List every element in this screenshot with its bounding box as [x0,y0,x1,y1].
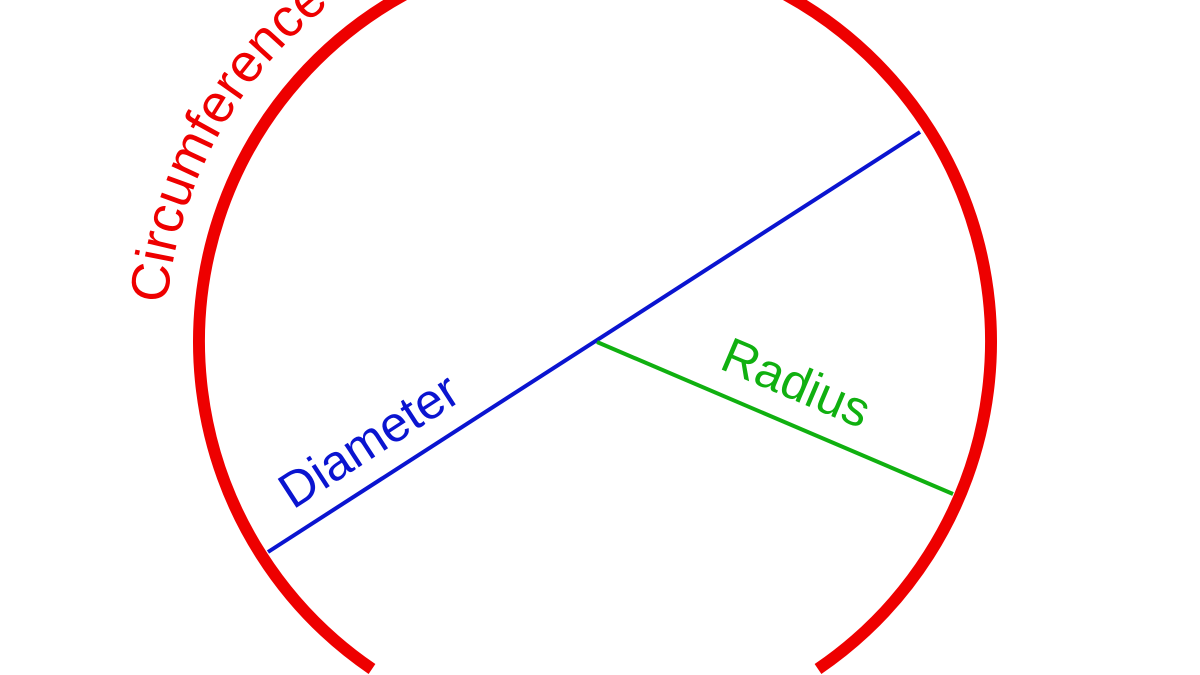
radius-label: Radius [714,327,879,439]
radius-line [596,340,954,496]
diameter-line [266,130,922,554]
circumference-label-text: Circumference [119,0,338,306]
circumference-circle [193,0,997,674]
circumference-label: Circumference [119,0,338,306]
